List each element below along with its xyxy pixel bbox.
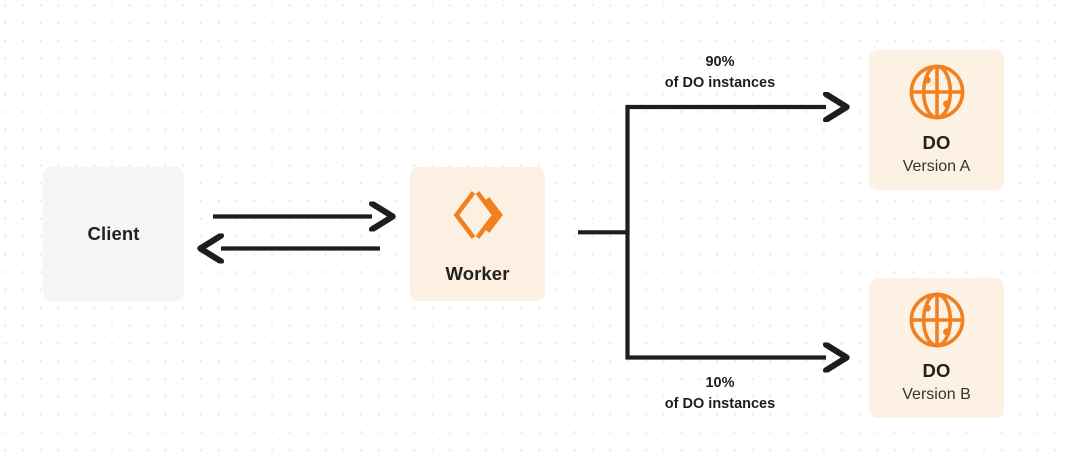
cloudflare-workers-icon — [447, 184, 509, 246]
node-do-version-b: DO Version B — [869, 278, 1004, 418]
edge-label-do-b: 10% of DO instances — [632, 373, 808, 414]
node-do-a-title: DO — [922, 132, 951, 154]
node-do-version-a: DO Version A — [869, 50, 1004, 190]
node-do-a-subtitle: Version A — [902, 157, 971, 175]
node-do-b-title: DO — [922, 360, 951, 382]
node-worker: Worker — [410, 167, 545, 301]
edge-label-do-b-percent: 10% — [705, 375, 735, 391]
edge-label-do-a-description: of DO instances — [664, 74, 776, 91]
node-worker-title: Worker — [445, 262, 510, 284]
edge-label-do-b-description: of DO instances — [664, 395, 776, 412]
edge-label-do-a: 90% of DO instances — [632, 52, 808, 93]
node-do-b-subtitle: Version B — [902, 385, 971, 403]
node-client-title: Client — [87, 223, 140, 245]
edge-worker-branch-trunk — [578, 107, 630, 358]
globe-icon — [908, 291, 966, 349]
edge-label-do-a-percent: 90% — [705, 54, 735, 70]
node-client: Client — [43, 167, 184, 301]
globe-icon — [908, 63, 966, 121]
